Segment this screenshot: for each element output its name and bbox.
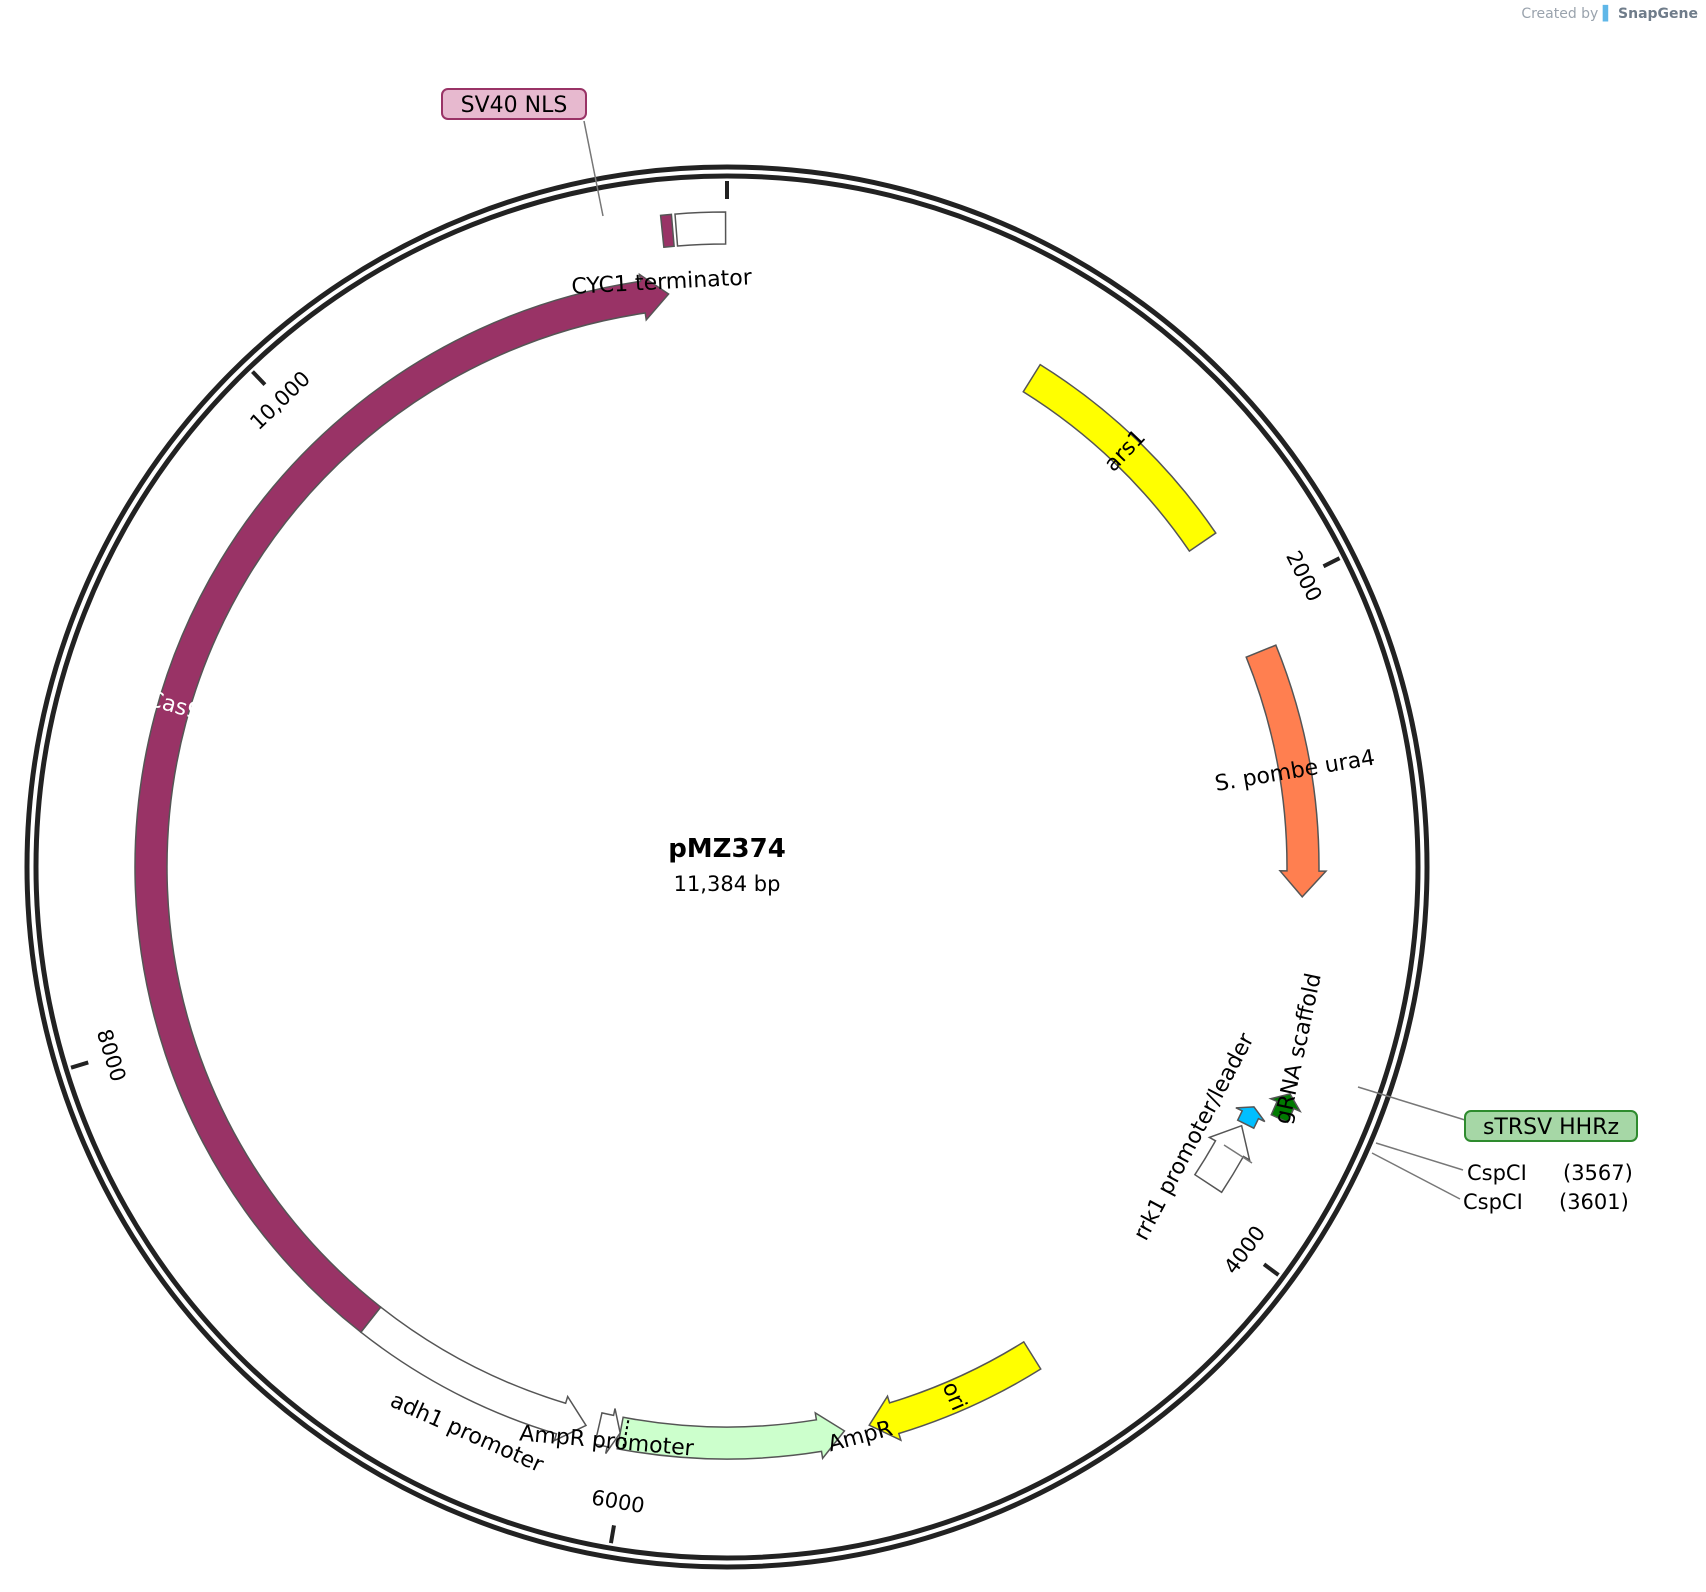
plasmid-length: 11,384 bp — [674, 872, 781, 896]
feature-ampr[interactable] — [616, 1411, 846, 1461]
feature-sv40-nls[interactable] — [659, 213, 675, 249]
tick-8000 — [70, 1060, 89, 1070]
leader-rrk1 — [1223, 1144, 1253, 1164]
tick-label-6000: 6000 — [590, 1485, 647, 1518]
snapgene-logo-icon: ▌ — [1602, 6, 1614, 22]
callout-sv40-nls[interactable]: SV40 NLS — [441, 88, 587, 120]
label-ampr: AmpR — [825, 1416, 895, 1457]
site-cspci-2-position: (3601) — [1559, 1190, 1629, 1214]
feature-ampr-promoter[interactable] — [593, 1408, 621, 1455]
tick-2000 — [1322, 556, 1341, 569]
feature-strsv-hhrz[interactable] — [1235, 1106, 1266, 1130]
ampr-boundary-marker — [622, 1420, 630, 1449]
feature-cyc1-terminator[interactable] — [674, 211, 727, 247]
plasmid-name: pMZ374 — [668, 834, 786, 864]
backbone-outer-ring — [24, 164, 1430, 1570]
credit-brand: SnapGene — [1618, 6, 1698, 22]
callout-strsv-hhrz-label: sTRSV HHRz — [1483, 1115, 1619, 1140]
leader-strsv-hhrz — [1357, 1086, 1466, 1121]
feature-rrk1-promoter-leader[interactable] — [1193, 1124, 1251, 1194]
leader-cspci-1 — [1375, 1142, 1464, 1171]
tick-6000 — [608, 1525, 616, 1544]
leader-sv40-nls — [583, 120, 604, 217]
backbone-inner-ring — [33, 173, 1421, 1561]
tick-label-4000: 4000 — [1219, 1221, 1270, 1278]
tick-label-8000: 8000 — [92, 1026, 131, 1084]
feature-s-pombe-ura4[interactable] — [1245, 644, 1328, 898]
feature-cas9[interactable] — [134, 272, 670, 1334]
tick-10000 — [251, 370, 267, 386]
leader-lines — [583, 120, 1466, 1200]
feature-adh1-promoter[interactable] — [359, 1306, 588, 1443]
tick-label-2000: 2000 — [1281, 547, 1326, 606]
label-cyc1-terminator: CYC1 terminator — [571, 265, 753, 299]
tick-4000 — [1262, 1262, 1280, 1277]
label-grna-scaffold: gRNA scaffold — [1270, 971, 1326, 1126]
snapgene-credit: Created by ▌ SnapGene — [1521, 6, 1698, 22]
feature-ars1[interactable] — [1022, 363, 1217, 553]
feature-ori[interactable] — [868, 1340, 1042, 1442]
callout-sv40-nls-label: SV40 NLS — [461, 93, 568, 118]
feature-grna-scaffold[interactable] — [1268, 1092, 1302, 1124]
leader-cspci-2 — [1371, 1152, 1461, 1200]
site-cspci-1-name: CspCI — [1467, 1161, 1527, 1185]
site-cspci-1-position: (3567) — [1563, 1161, 1633, 1185]
callout-strsv-hhrz[interactable]: sTRSV HHRz — [1464, 1110, 1638, 1142]
credit-prefix: Created by — [1521, 6, 1599, 22]
site-cspci-2-name: CspCI — [1463, 1190, 1523, 1214]
